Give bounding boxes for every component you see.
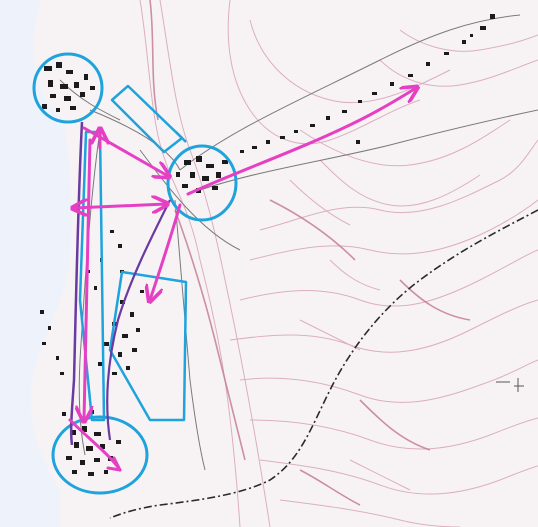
settlement-blocks: [40, 14, 495, 476]
ridge-lines: [149, 0, 471, 506]
south-cluster-circle[interactable]: [51, 415, 149, 495]
central-to-east-arrow: [186, 88, 416, 196]
map-marks: [496, 378, 524, 392]
sea-area: [0, 0, 72, 527]
west-south-arrow: [84, 138, 90, 420]
settlement-circles: [32, 52, 238, 495]
administrative-boundary: [109, 209, 538, 519]
north-cluster-circle[interactable]: [32, 52, 104, 124]
movement-arrows: [68, 88, 416, 472]
inner-connector-line: [106, 199, 171, 441]
south-arrow-head: [106, 456, 122, 472]
central-cluster-circle[interactable]: [166, 144, 238, 222]
mid-south-zone: [108, 270, 188, 422]
central-to-south-arrow: [150, 203, 182, 300]
corridor-end-tick: [175, 131, 187, 143]
